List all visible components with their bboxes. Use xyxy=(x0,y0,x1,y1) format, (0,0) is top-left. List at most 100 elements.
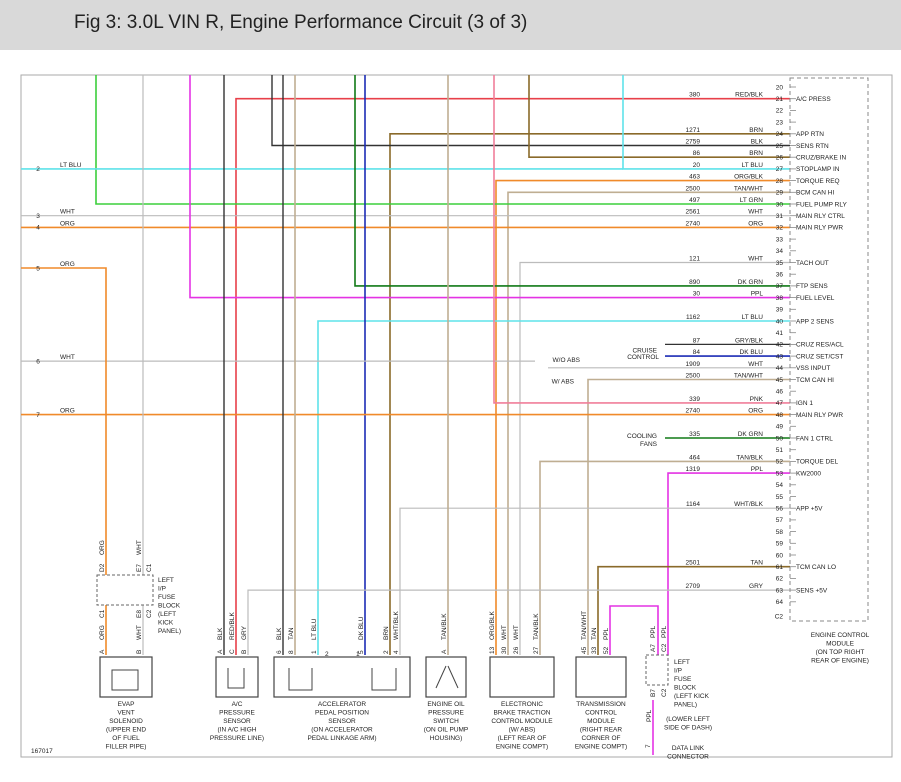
ecm-pin-label: 21 xyxy=(776,96,784,103)
circuit-number: 2500 xyxy=(686,373,701,380)
component-wire-color: RED/BLK xyxy=(229,612,236,640)
ecm-pin-label: 52 xyxy=(776,459,784,466)
wire-tan-61 xyxy=(597,565,790,655)
fuse-wire-color: PPL xyxy=(650,625,657,638)
component-pin: A xyxy=(99,649,106,654)
circuit-number: 1319 xyxy=(686,466,701,473)
fuse-pin: A7 xyxy=(650,644,657,652)
ecm-pin-label: 62 xyxy=(776,576,784,583)
component-pin: 8 xyxy=(288,650,295,654)
component-wire-color: WHT xyxy=(513,625,520,640)
ecm-pin-label: 59 xyxy=(776,541,784,548)
ecm-pin-label: 36 xyxy=(776,272,784,279)
wire-color-label: WHT xyxy=(748,256,763,263)
ecm-pin-label: 40 xyxy=(776,318,784,325)
circuit-number: 1164 xyxy=(686,501,700,508)
circuit-number: 890 xyxy=(689,279,700,286)
app-label: PEDAL POSITION xyxy=(315,710,369,717)
component-pin: 2 xyxy=(383,650,390,654)
wire-color-label: BLK xyxy=(751,139,764,146)
tcm-label: CORNER OF xyxy=(582,735,621,742)
fuse-block-label: LEFT xyxy=(158,577,174,584)
wire-wht-35 xyxy=(519,261,790,655)
wire-color-label: DK GRN xyxy=(738,431,764,438)
component-pin: A xyxy=(441,649,448,654)
component-wire-color: TAN/BLK xyxy=(533,613,540,640)
ecm-pin-label: 47 xyxy=(776,400,784,407)
wire-color-label: PPL xyxy=(751,291,764,298)
component-pin: 6 xyxy=(276,650,283,654)
ecm-pin-label: 49 xyxy=(776,424,784,431)
ecm-function-label: KW2000 xyxy=(796,470,821,477)
component-pin: 7 xyxy=(645,744,652,748)
wire-color-label: BRN xyxy=(749,150,763,157)
component-wire-color: TAN/WHT xyxy=(581,611,588,640)
component-wire-color: WHT/BLK xyxy=(393,610,400,640)
circuit-number: 20 xyxy=(693,162,701,169)
left-ref-color: LT BLU xyxy=(60,162,82,169)
circuit-number: 497 xyxy=(689,197,700,204)
oil-label: HOUSING) xyxy=(430,735,463,742)
circuit-number: 2740 xyxy=(686,220,701,227)
ecm-pin-label: 28 xyxy=(776,178,784,185)
wire-pnk-47 xyxy=(493,75,790,404)
ecm-pin-label: 41 xyxy=(776,330,784,337)
evap-label: VENT xyxy=(117,710,134,717)
app-label: SENSOR xyxy=(328,718,356,725)
ac-sensor-symbol xyxy=(227,668,245,689)
ecm-pin-label: 22 xyxy=(776,108,784,115)
circuit-number: 87 xyxy=(693,337,701,344)
ecm-pin-label: 46 xyxy=(776,389,784,396)
ecm-pin-label: 32 xyxy=(776,225,784,232)
evap-label: EVAP xyxy=(118,701,135,708)
left-ref-number: 5 xyxy=(36,265,40,272)
ecm-pin-label: 56 xyxy=(776,506,784,513)
circuit-number: 2709 xyxy=(686,583,701,590)
component-wire-color: WHT xyxy=(501,625,508,640)
left-ref-number: 4 xyxy=(36,225,40,232)
component-wire-color: BRN xyxy=(383,626,390,640)
wire-color-label: WHT/BLK xyxy=(734,501,764,508)
wire-color-label: TAN/WHT xyxy=(734,185,763,192)
fuse-block-label: KICK xyxy=(158,620,174,627)
fuse-pin: C1 xyxy=(99,609,106,618)
ecm-pin-label: 61 xyxy=(776,564,784,571)
wire-tan-wht-29 xyxy=(507,191,790,655)
component-pin: 30 xyxy=(501,646,508,654)
wire-color-label: WHT xyxy=(748,209,763,216)
wire-color-label: ORG xyxy=(748,220,763,227)
circuit-number: 380 xyxy=(689,92,700,99)
fuse-pin: E7 xyxy=(136,564,143,572)
wire-color-label: DK GRN xyxy=(738,279,764,286)
fuse-pin: C2 xyxy=(661,643,668,652)
ebtcm-label: CONTROL MODULE xyxy=(491,718,553,725)
ac-label: PRESSURE xyxy=(219,710,255,717)
component-wire-color: ORG/BLK xyxy=(489,610,496,640)
title-bar: Fig 3: 3.0L VIN R, Engine Performance Ci… xyxy=(0,0,901,50)
ecm-function-label: FAN 1 CTRL xyxy=(796,435,833,442)
fuse-wire-color: PPL xyxy=(646,709,653,722)
left-ref-color: WHT xyxy=(60,354,75,361)
ecm-connector xyxy=(789,77,869,622)
fuse-wire-color: ORG xyxy=(99,540,106,555)
circuit-number: 335 xyxy=(689,431,700,438)
oil-label: (ON OIL PUMP xyxy=(424,727,469,734)
wire-color-label: TAN/WHT xyxy=(734,373,763,380)
oil-component xyxy=(425,656,467,698)
fuse-pin: C2 xyxy=(146,609,153,618)
fuse-block-label: FUSE xyxy=(674,676,692,683)
tcm-label: TRANSMISSION xyxy=(576,701,626,708)
left-ref-color: WHT xyxy=(60,209,75,216)
circuit-number: 2561 xyxy=(686,209,701,216)
wire-org-blk-28 xyxy=(495,179,790,655)
app-inner-label: 2 xyxy=(325,651,329,658)
circuit-number: 464 xyxy=(689,454,700,461)
ecm-pin-label: 39 xyxy=(776,307,784,314)
ecm-function-label: VSS INPUT xyxy=(796,365,830,372)
circuit-number: 2740 xyxy=(686,408,701,415)
ecm-function-label: BCM CAN HI xyxy=(796,190,834,197)
fuse-pin: B7 xyxy=(650,689,657,697)
ecm-function-label: FUEL LEVEL xyxy=(796,295,835,302)
ecm-function-label: APP +5V xyxy=(796,506,823,513)
app-label: (ON ACCELERATOR xyxy=(311,727,373,734)
